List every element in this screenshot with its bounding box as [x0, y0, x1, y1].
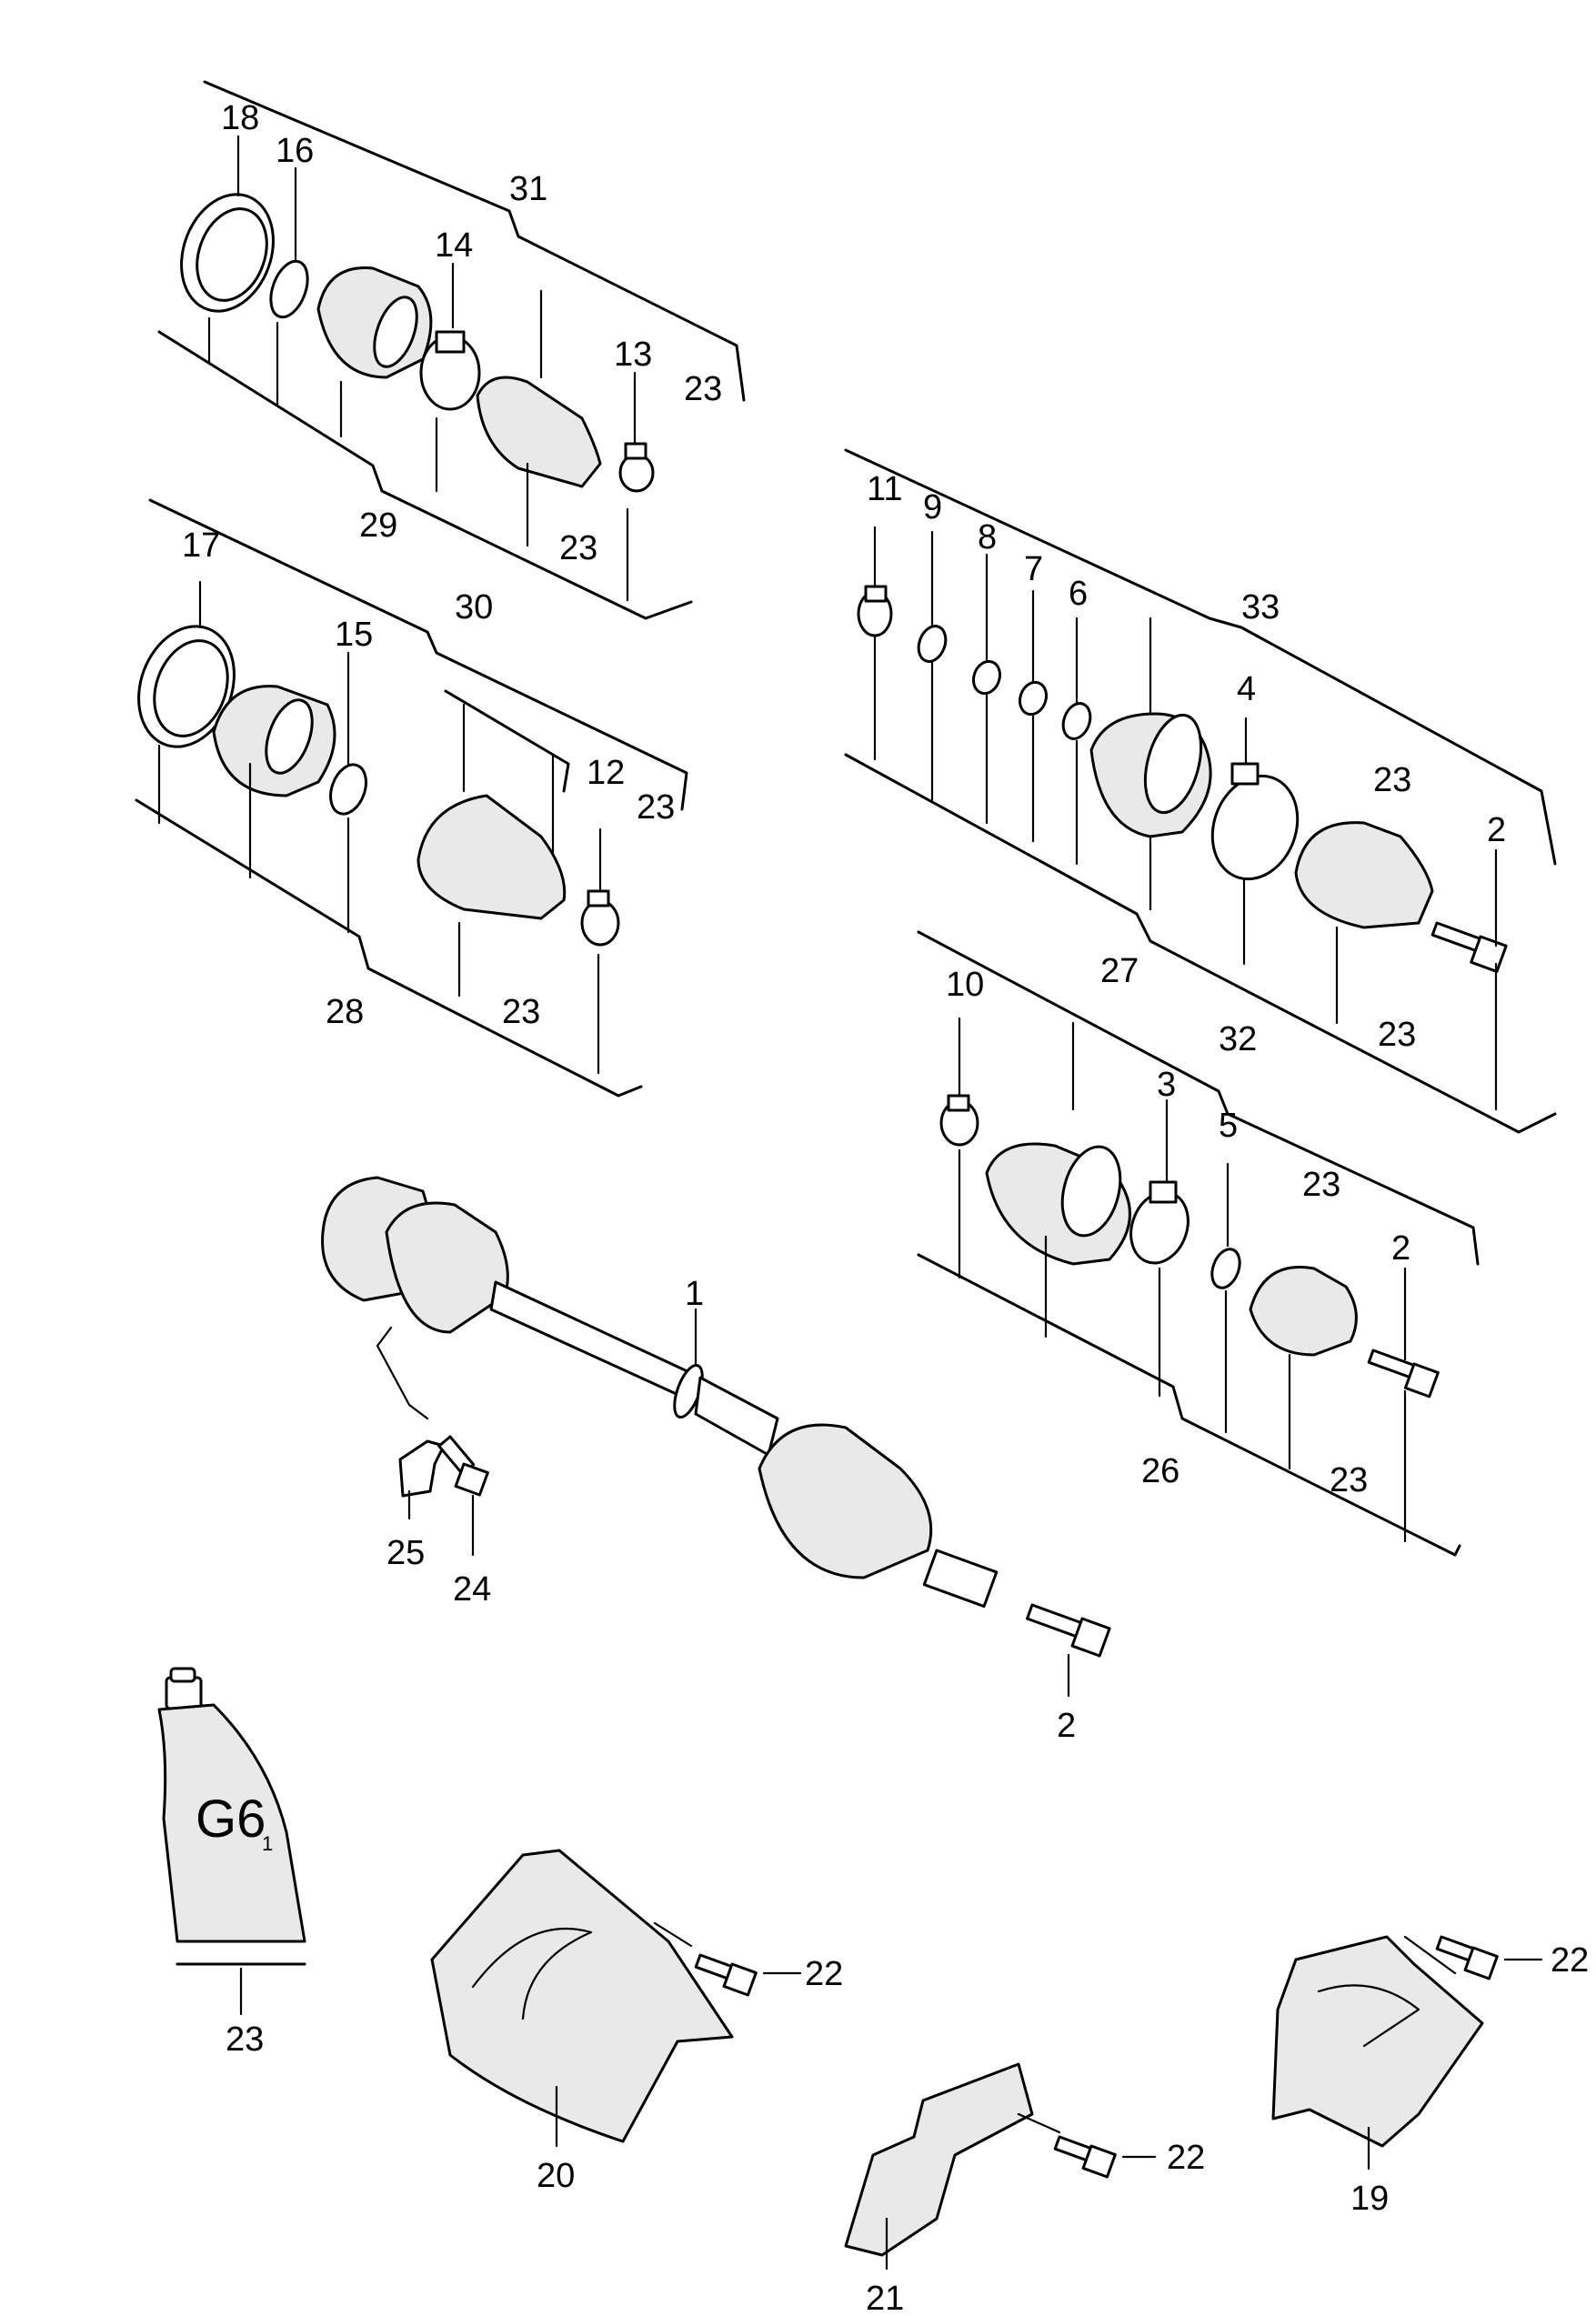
outer-cv-joint-33 — [1294, 821, 1434, 929]
callout-8: 8 — [978, 518, 997, 556]
seal-ring-17 — [137, 625, 236, 748]
callout-4: 4 — [1237, 670, 1256, 708]
cv-joint-31 — [316, 266, 433, 379]
clamp-4 — [1210, 762, 1300, 881]
callout-24: 24 — [453, 1570, 491, 1609]
callout-22-a: 22 — [805, 1955, 843, 1993]
callout-16: 16 — [276, 132, 314, 170]
callout-23-a: 23 — [684, 370, 722, 408]
bolt-24 — [437, 1435, 489, 1557]
callout-15: 15 — [335, 616, 373, 654]
callout-25: 25 — [386, 1534, 425, 1572]
kit-30-group — [135, 498, 688, 1098]
callout-14: 14 — [435, 226, 473, 265]
callout-29: 29 — [359, 506, 397, 545]
clamp-12 — [580, 889, 620, 947]
circlip-5 — [1210, 1248, 1241, 1289]
boot-33 — [1089, 712, 1212, 838]
clamp-11 — [857, 585, 893, 637]
callout-19: 19 — [1350, 2180, 1389, 2218]
callout-26: 26 — [1141, 1452, 1179, 1490]
callout-6: 6 — [1069, 575, 1088, 613]
callout-23-g: 23 — [1302, 1166, 1340, 1204]
callout-10: 10 — [946, 966, 984, 1004]
washer-9 — [917, 625, 948, 663]
callout-23-e: 23 — [1373, 761, 1411, 799]
callout-31: 31 — [509, 170, 547, 208]
callout-1: 1 — [685, 1275, 704, 1313]
callout-23-h: 23 — [1330, 1461, 1368, 1499]
callout-33: 33 — [1241, 588, 1280, 627]
boot-30 — [417, 794, 567, 920]
bolt-2-upper — [1430, 921, 1508, 973]
clamp-14 — [419, 330, 481, 411]
callout-23-c: 23 — [637, 788, 675, 827]
callout-21: 21 — [866, 2280, 904, 2316]
spacer-7 — [1018, 680, 1049, 717]
lock-plate-25 — [398, 1439, 446, 1520]
outer-cv-joint-32 — [1249, 1266, 1358, 1357]
callout-17: 17 — [182, 526, 220, 565]
callout-28: 28 — [326, 993, 364, 1031]
clamp-3 — [1129, 1180, 1189, 1265]
kit-33-group — [844, 448, 1557, 1134]
drive-shaft-1 — [321, 1176, 1111, 1698]
washer-8 — [971, 659, 1002, 696]
clamp-10 — [939, 1094, 979, 1147]
callout-12: 12 — [587, 754, 625, 792]
callout-20: 20 — [537, 2157, 575, 2195]
callout-23-d: 23 — [502, 993, 540, 1031]
callout-13: 13 — [614, 336, 652, 374]
clamp-13 — [618, 442, 655, 493]
heat-shield-19 — [1271, 1935, 1543, 2171]
callout-11: 11 — [867, 470, 902, 508]
callout-22-b: 22 — [1167, 2139, 1205, 2177]
circlip-16 — [269, 259, 309, 319]
heat-shield-20 — [430, 1849, 802, 2148]
callout-3: 3 — [1157, 1066, 1176, 1104]
circlip-6 — [1061, 702, 1092, 740]
callout-27: 27 — [1100, 952, 1139, 990]
boot-31 — [476, 376, 602, 488]
callout-23-f: 23 — [1378, 1016, 1416, 1054]
grease-tube-23: G6 1 — [157, 1667, 306, 2016]
bolt-2-lower — [1026, 1603, 1111, 1658]
callout-32: 32 — [1219, 1020, 1257, 1058]
boot-32 — [985, 1142, 1131, 1266]
tube-label-g6: G6 — [196, 1790, 266, 1849]
callout-9: 9 — [923, 488, 942, 526]
callout-22-c: 22 — [1551, 1941, 1589, 1980]
callout-labels: 18 16 31 14 13 23 29 23 17 30 15 12 23 2… — [182, 99, 1589, 2316]
seal-ring-18 — [180, 193, 275, 313]
tube-label-subscript: 1 — [262, 1832, 273, 1855]
callout-5: 5 — [1219, 1107, 1238, 1145]
callout-23-i: 23 — [226, 2020, 264, 2059]
kit-31-group — [157, 80, 746, 620]
callout-30: 30 — [455, 588, 493, 627]
cv-joint-30 — [212, 685, 336, 797]
callout-23-b: 23 — [559, 529, 597, 567]
bolt-2-middle — [1367, 1348, 1440, 1399]
callout-2-lower: 2 — [1057, 1707, 1076, 1745]
callout-18: 18 — [221, 99, 259, 137]
heat-shield-21 — [844, 2062, 1157, 2271]
kit-32-group — [917, 930, 1480, 1557]
callout-2-upper: 2 — [1487, 811, 1506, 849]
callout-2-middle: 2 — [1391, 1229, 1410, 1268]
circlip-15 — [329, 763, 367, 816]
callout-7: 7 — [1024, 550, 1043, 588]
